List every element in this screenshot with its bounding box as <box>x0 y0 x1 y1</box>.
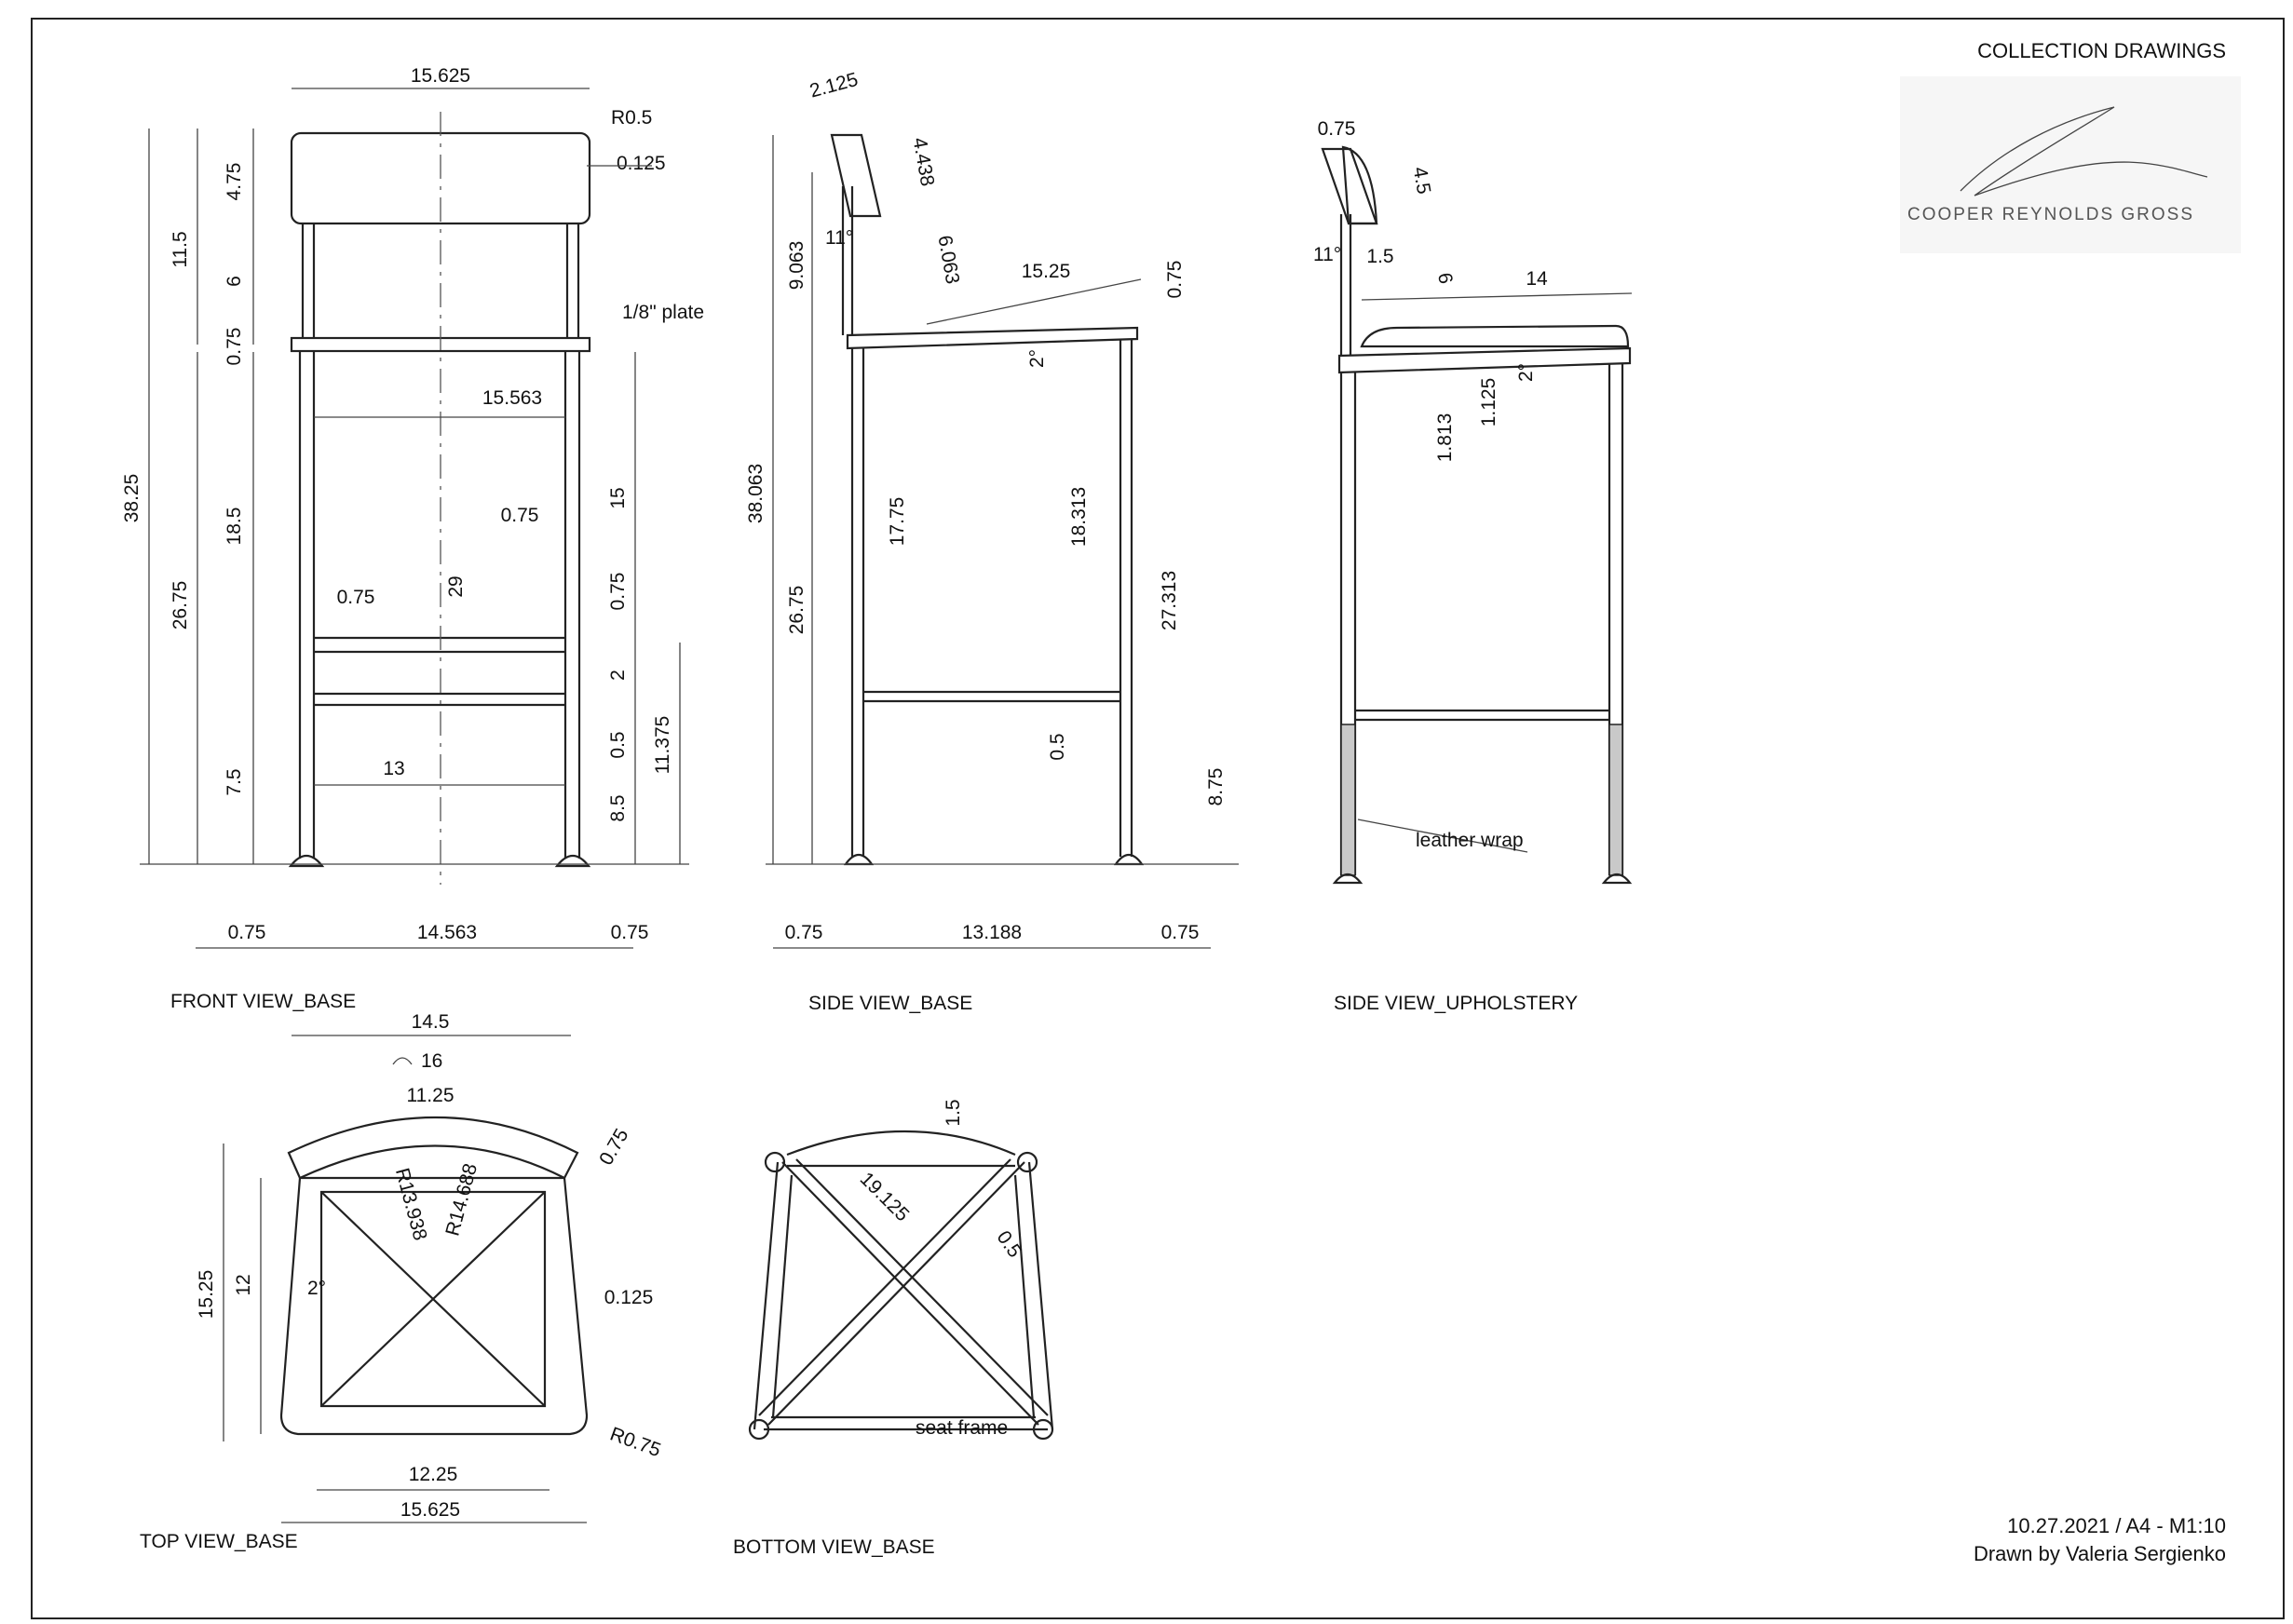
dimension-label: 18.313 <box>1068 487 1090 547</box>
dimension-label: 15.563 <box>482 387 542 409</box>
dimension-label: 15.25 <box>1022 261 1071 282</box>
dimension-label: 38.25 <box>121 474 142 523</box>
dimension-label: 13 <box>383 758 404 779</box>
dimension-label: 6.063 <box>934 234 964 286</box>
side-view-upholstery: 0.75 4.5 11° 1.5 6 14 2° 1.125 1.813 lea… <box>1313 118 1633 885</box>
dimension-label: 15.625 <box>400 1499 460 1521</box>
sheet-border <box>31 18 2285 1619</box>
dimension-label: 4.75 <box>224 163 245 201</box>
dimension-label: 2° <box>1515 363 1537 382</box>
dimension-label: 0.75 <box>337 587 375 608</box>
top-view-title: TOP VIEW_BASE <box>140 1531 298 1552</box>
dimension-label: 26.75 <box>170 581 191 630</box>
dimension-label: 1.125 <box>1478 378 1499 427</box>
date-scale: 10.27.2021 / A4 - M1:10 <box>2007 1514 2226 1537</box>
dimension-label: R14.688 <box>441 1161 482 1238</box>
dimension-label: 8.75 <box>1205 768 1227 806</box>
side-view-base: 2.125 4.438 9.063 11° 6.063 15.25 0.75 2… <box>745 69 1239 949</box>
signature-swoosh-icon <box>1960 106 2208 196</box>
dimension-label: 16 <box>421 1050 442 1072</box>
dimension-label: 1.813 <box>1434 413 1456 463</box>
bottom-view-title: BOTTOM VIEW_BASE <box>733 1536 935 1558</box>
dimension-label: 14.5 <box>412 1011 450 1033</box>
dimension-label: 19.125 <box>856 1169 914 1226</box>
front-view: 15.625 R0.5 0.125 1/8" plate 4.75 11.5 6… <box>121 65 704 949</box>
dimension-label: 0.75 <box>611 922 649 943</box>
dimension-label: 11° <box>1313 244 1341 265</box>
leather-wrap-note: leather wrap <box>1416 830 1524 851</box>
dimension-label: 15.625 <box>411 65 470 87</box>
dimension-label: 27.313 <box>1159 571 1180 630</box>
dimension-label: 4.438 <box>909 136 939 188</box>
seat-frame-note: seat frame <box>916 1417 1008 1439</box>
dimension-label: 1/8" plate <box>622 302 704 323</box>
dimension-label: 8.5 <box>607 794 629 821</box>
dimension-label: 0.75 <box>607 573 629 611</box>
dimension-label: 11° <box>825 227 853 249</box>
front-view-title: FRONT VIEW_BASE <box>170 991 356 1012</box>
brand-logo: COOPER REYNOLDS GROSS <box>1900 76 2241 253</box>
dimension-label: 0.75 <box>595 1125 632 1169</box>
dimension-label: 2 <box>607 670 629 681</box>
dimension-label: 0.75 <box>224 328 245 366</box>
dimension-label: 0.75 <box>1318 118 1356 140</box>
dimension-label: 6 <box>1433 271 1457 286</box>
dimension-label: 14 <box>1526 268 1548 290</box>
dimension-label: 18.5 <box>224 508 245 546</box>
dimension-label: 11.25 <box>407 1085 455 1106</box>
author: Drawn by Valeria Sergienko <box>1974 1542 2226 1565</box>
dimension-label: R0.5 <box>611 107 652 129</box>
dimension-label: 1.5 <box>1366 246 1393 267</box>
dimension-label: 1.5 <box>943 1099 964 1126</box>
dimension-label: 15 <box>607 487 629 508</box>
dimension-label: 15.25 <box>196 1270 217 1320</box>
dimension-label: 0.75 <box>1161 922 1200 943</box>
dimension-label: 11.375 <box>652 716 673 775</box>
dimension-label: 9.063 <box>786 241 807 291</box>
dimension-label: 7.5 <box>224 768 245 795</box>
dimension-label: 0.125 <box>617 153 666 174</box>
dimension-label: 38.063 <box>745 464 767 523</box>
bottom-view: 1.5 19.125 0.5 seat frame <box>748 1099 1054 1441</box>
dimension-label: R0.75 <box>607 1424 664 1462</box>
dimension-label: 2° <box>307 1278 326 1299</box>
dimension-label: 0.75 <box>228 922 266 943</box>
brand-name: COOPER REYNOLDS GROSS <box>1907 205 2194 224</box>
dimension-label: 4.5 <box>1409 165 1435 196</box>
dimension-label: 0.75 <box>501 505 539 526</box>
dimension-label: 0.5 <box>607 731 629 758</box>
dimension-label: 0.125 <box>604 1287 654 1308</box>
dimension-label: 12 <box>233 1274 254 1295</box>
dimension-label: 26.75 <box>786 586 807 635</box>
top-view: 14.5 16 11.25 0.75 R13.938 R14.688 15.25… <box>196 1011 664 1523</box>
dimension-label: 6 <box>224 276 245 287</box>
sheet-title: COLLECTION DRAWINGS <box>1977 39 2226 62</box>
side-view-title: SIDE VIEW_BASE <box>808 993 972 1014</box>
dimension-label: 29 <box>445 575 467 597</box>
dimension-label: 2.125 <box>807 69 861 102</box>
dimension-label: 0.5 <box>1047 733 1068 760</box>
dimension-label: 0.75 <box>1164 261 1186 299</box>
dimension-label: 13.188 <box>962 922 1022 943</box>
upholstery-view-title: SIDE VIEW_UPHOLSTERY <box>1334 993 1578 1014</box>
dimension-label: 14.563 <box>417 922 477 943</box>
dimension-label: 0.75 <box>785 922 823 943</box>
dimension-label: 11.5 <box>170 231 191 267</box>
dimension-label: 17.75 <box>887 497 908 547</box>
dimension-label: 2° <box>1026 349 1048 368</box>
dimension-label: 12.25 <box>409 1464 458 1485</box>
